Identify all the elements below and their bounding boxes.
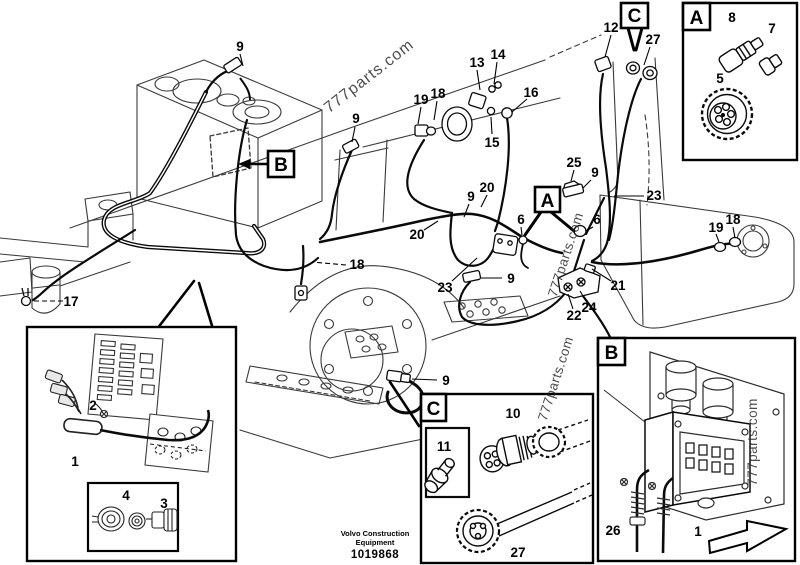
- callout-6-right: 6: [593, 212, 601, 227]
- callout-3: 3: [160, 496, 168, 511]
- callout-9-battery: 9: [236, 39, 244, 54]
- section-letter-plates: C A B A C B: [266, 1, 712, 423]
- callout-14: 14: [490, 47, 506, 62]
- callout-18-clip: 18: [349, 257, 365, 272]
- connectors: [20, 55, 742, 384]
- callout-21: 21: [610, 278, 626, 293]
- callout-16: 16: [523, 85, 539, 100]
- figure-number: 1019868: [351, 549, 399, 561]
- brand-line2: Equipment: [356, 538, 395, 547]
- callout-9-loop: 9: [507, 271, 515, 286]
- detail-c-corner-label: C: [427, 399, 441, 420]
- callout-9-harness: 9: [467, 189, 475, 204]
- detail-a-corner-label: A: [690, 8, 704, 29]
- detail-a-parts: [700, 37, 783, 141]
- brand-line1: Volvo Construction: [341, 529, 410, 538]
- section-a-label: A: [541, 191, 555, 212]
- callout-numbers: 9 9 19 18 13 14 16 15 12 27 25 9 23 20 9…: [63, 10, 775, 560]
- callout-8: 8: [728, 10, 736, 25]
- callout-23-low: 23: [437, 280, 453, 295]
- callout-24: 24: [581, 300, 597, 315]
- b-arrowhead: [238, 159, 250, 169]
- callout-20-low: 20: [409, 227, 424, 242]
- callout-6-left: 6: [517, 212, 525, 227]
- inset-fusebox: [44, 333, 214, 553]
- callout-18-lamp: 18: [430, 86, 446, 101]
- section-c-top-label: C: [628, 6, 642, 27]
- callout-10: 10: [505, 406, 520, 421]
- detail-c-parts: [424, 419, 593, 554]
- callout-5: 5: [716, 71, 724, 86]
- callout-19-lamp: 19: [413, 92, 428, 107]
- callout-9-bottom: 9: [442, 373, 450, 388]
- machine-outline: [0, 34, 795, 459]
- callout-15: 15: [484, 135, 500, 150]
- callout-20-top: 20: [479, 180, 494, 195]
- section-b-label: B: [274, 155, 288, 176]
- callout-19-tank: 19: [708, 220, 723, 235]
- footer: Volvo Construction Equipment 1019868: [341, 529, 410, 561]
- watermark-top: 777parts.com: [321, 36, 417, 116]
- callout-4: 4: [122, 488, 130, 503]
- callout-12: 12: [603, 20, 618, 35]
- callout-26: 26: [605, 523, 621, 538]
- callout-7: 7: [768, 21, 776, 36]
- callout-13: 13: [469, 55, 485, 70]
- callout-23-right: 23: [646, 188, 662, 203]
- callout-11: 11: [437, 439, 452, 454]
- callout-17: 17: [63, 294, 78, 309]
- callout-18-tank: 18: [725, 212, 741, 227]
- callout-1-inset: 1: [71, 454, 79, 469]
- callout-9-mid-right: 9: [591, 165, 599, 180]
- detail-b-parts: [603, 351, 789, 555]
- callout-2: 2: [89, 398, 97, 413]
- callout-27-box-c: 27: [510, 545, 525, 560]
- detail-b-corner-label: B: [605, 343, 619, 364]
- callout-1-box-b: 1: [694, 524, 702, 539]
- callout-27-top: 27: [645, 32, 660, 47]
- callout-25: 25: [566, 155, 582, 170]
- callout-9-right-top: 9: [352, 111, 360, 126]
- watermark-box-b: 777parts.com: [745, 398, 760, 486]
- callout-22: 22: [566, 308, 581, 323]
